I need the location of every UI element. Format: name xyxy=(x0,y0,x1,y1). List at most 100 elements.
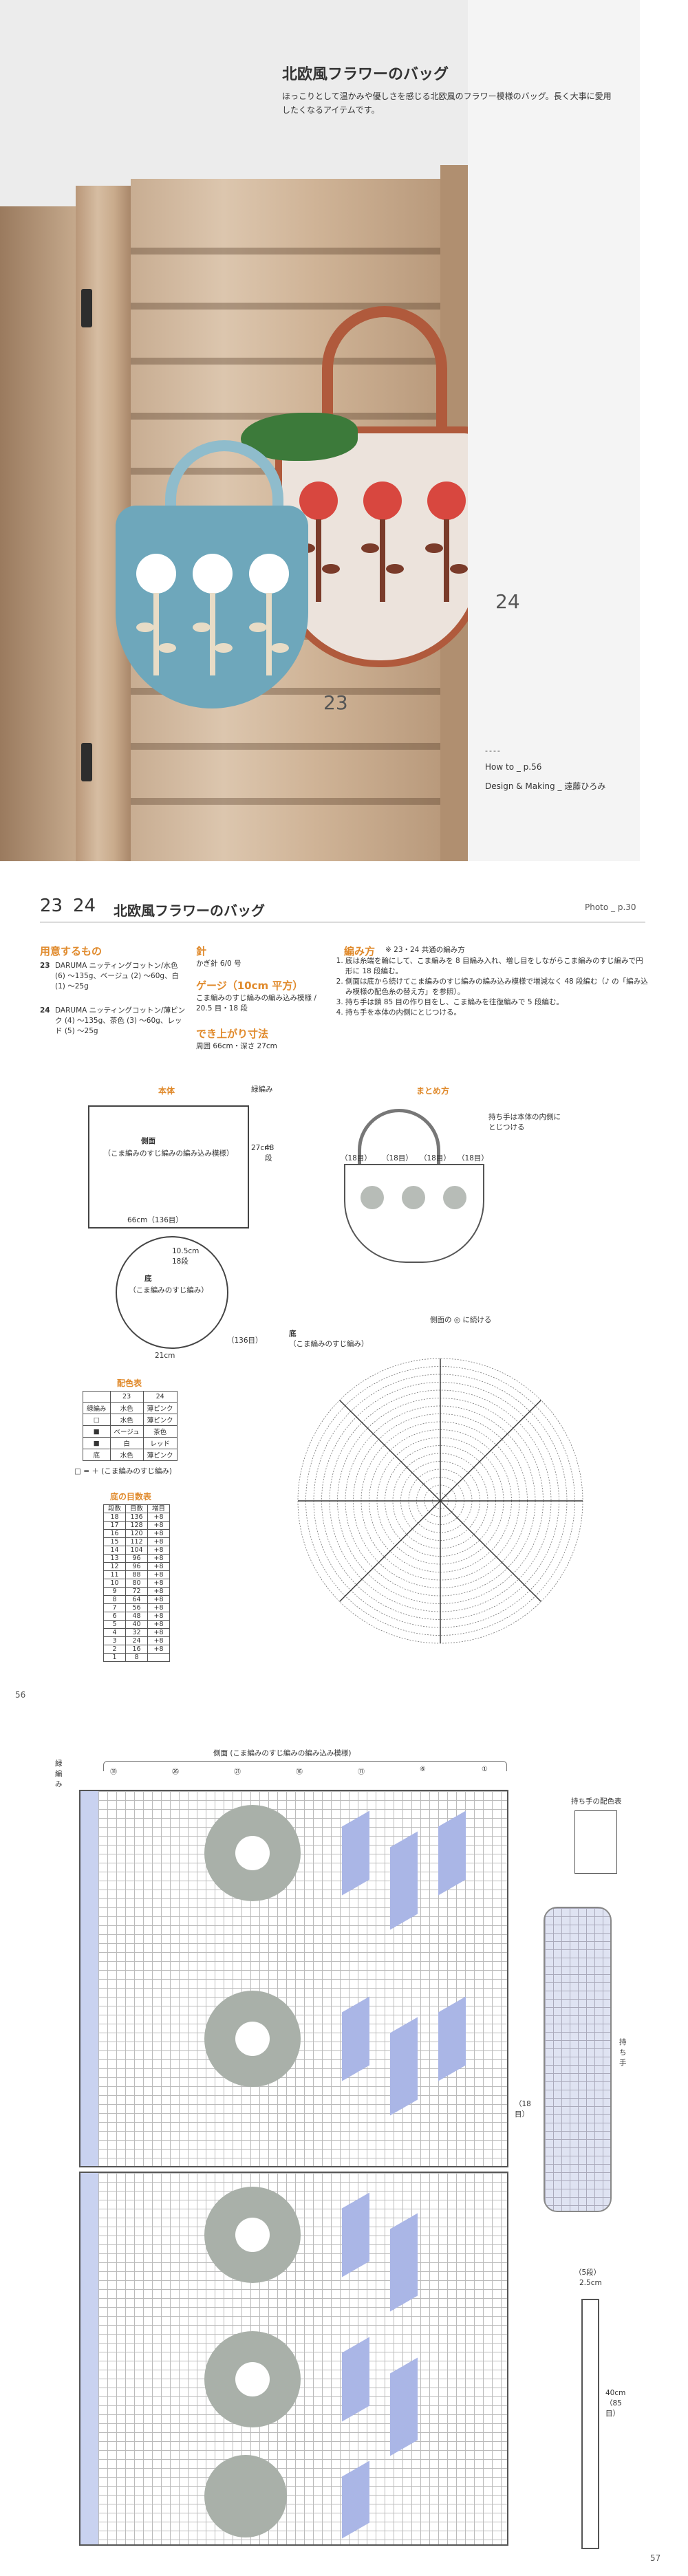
count-table-cell: +8 xyxy=(147,1645,171,1654)
handle-length: 40cm（85目） xyxy=(605,2389,626,2418)
count-table-cell: 5 xyxy=(103,1620,127,1629)
count-table-cell: 9 xyxy=(103,1587,127,1596)
bottom-label: 底 xyxy=(144,1275,152,1283)
photo-title: 北欧風フラワーのバッグ xyxy=(282,66,449,83)
stem xyxy=(266,593,272,675)
bottom-pattern: （こま編みのすじ編み） xyxy=(129,1286,208,1295)
count-table-cell: 56 xyxy=(125,1603,149,1612)
leaf-block xyxy=(342,1996,369,2081)
instructions-page: 23 24 北欧風フラワーのバッグ Photo _ p.30 用意するもの 23… xyxy=(0,861,688,1714)
rows-48: 48段 xyxy=(265,1144,275,1162)
stem xyxy=(316,519,321,602)
count-table-heading: 底の目数表 xyxy=(110,1492,152,1502)
leaf-block xyxy=(390,2017,418,2116)
photo-ref: Photo _ p.30 xyxy=(585,902,636,912)
handle-label: 持ち手 xyxy=(619,2038,627,2067)
summary-sts: （18目） xyxy=(341,1154,372,1162)
increase-spoke xyxy=(440,1400,541,1502)
slat xyxy=(131,358,440,365)
bottom-diagram xyxy=(116,1236,228,1349)
count-table-cell: 40 xyxy=(125,1620,149,1629)
chart-page: 側面 (こま編みのすじ編みの編み込み模様) 緑編み ㉛ ㉖ ㉑ ⑯ ⑪ ⑥ ① … xyxy=(0,1714,688,2576)
count-table-cell: +8 xyxy=(147,1636,171,1645)
credit: Design & Making _ 遠藤ひろみ xyxy=(485,781,606,791)
count-table-cell: 80 xyxy=(125,1579,149,1588)
col-num: ⑯ xyxy=(296,1768,303,1776)
mat-23-number: 23 xyxy=(40,962,50,970)
page-number-57: 57 xyxy=(650,2553,661,2563)
summary-sts: （18目） xyxy=(458,1154,488,1162)
increase-spoke xyxy=(440,1500,541,1602)
count-table-cell: 96 xyxy=(125,1554,149,1563)
count-table-cell: 12 xyxy=(103,1562,127,1571)
bottom-diameter: 21cm xyxy=(155,1352,175,1360)
count-table-cell: 10 xyxy=(103,1579,127,1588)
increase-spoke xyxy=(339,1400,441,1502)
count-table-cell: +8 xyxy=(147,1537,171,1546)
count-table-cell: 128 xyxy=(125,1521,149,1530)
base-note: 側面の ◎ に続ける xyxy=(430,1316,492,1324)
count-table-cell: 2 xyxy=(103,1645,127,1654)
size: 周囲 66cm・深さ 27cm xyxy=(196,1042,277,1050)
chart-title: 側面 (こま編みのすじ編みの編み込み模様) xyxy=(213,1749,352,1757)
screen-panel-left xyxy=(0,206,77,861)
border-label: 緑編み xyxy=(55,1760,63,1788)
chart-brace xyxy=(103,1761,507,1771)
count-table-cell xyxy=(147,1653,171,1662)
leaf-block xyxy=(438,1996,466,2081)
needle-heading: 針 xyxy=(196,945,207,957)
size-heading: でき上がり寸法 xyxy=(196,1028,269,1040)
page-margin xyxy=(640,0,688,861)
bottom-stitches: （136目） xyxy=(227,1336,263,1345)
count-table-cell: +8 xyxy=(147,1570,171,1579)
slat xyxy=(131,303,440,310)
border-label: 緑編み xyxy=(251,1085,273,1094)
bottom-stitch-chart xyxy=(297,1358,583,1644)
dash-line: ---- xyxy=(485,746,502,755)
photo-lead: ほっこりとして温かみや優しさを感じる北欧風のフラワー模様のバッグ。長く大事に愛用… xyxy=(282,91,612,115)
count-table-cell: 24 xyxy=(125,1636,149,1645)
count-table-cell: 16 xyxy=(103,1529,127,1538)
count-table-cell: 目数 xyxy=(125,1504,149,1513)
flower-motif xyxy=(193,554,233,594)
summary-handle xyxy=(358,1109,440,1167)
handle-color-note: 持ち手の配色表 xyxy=(571,1797,622,1806)
col-num: ⑪ xyxy=(358,1768,365,1776)
leaf-block xyxy=(390,2357,418,2456)
count-table-header: 段数目数増目 xyxy=(103,1504,171,1513)
count-table-cell: +8 xyxy=(147,1579,171,1588)
bag-number-23: 23 xyxy=(323,691,348,714)
leaf-block xyxy=(342,2192,369,2277)
colorwork-chart-upper xyxy=(79,1790,508,2167)
count-table-cell: 32 xyxy=(125,1628,149,1637)
summary-bag xyxy=(344,1164,484,1263)
flower-motif xyxy=(136,554,176,594)
handle-color-table xyxy=(574,1810,617,1874)
wall xyxy=(468,0,640,861)
leaf xyxy=(158,643,176,653)
flower-center xyxy=(235,2362,270,2396)
method-steps: 底は糸端を輪にして、こま編みを 8 目編み入れ、増し目をしながらこま編みのすじ編… xyxy=(330,956,648,1018)
body-side-diagram xyxy=(88,1105,249,1229)
leaf-block xyxy=(342,1810,369,1896)
increase-spoke xyxy=(339,1500,441,1602)
count-table-cell: 112 xyxy=(125,1537,149,1546)
count-table-cell: 64 xyxy=(125,1595,149,1604)
materials-24: DARUMA ニッティングコットン/薄ピンク (4) ～135g、茶色 (3) … xyxy=(55,1006,186,1035)
count-table-cell: 136 xyxy=(125,1513,149,1522)
stem xyxy=(153,593,159,675)
howto-link: How to _ p.56 xyxy=(485,762,542,772)
step: 底は糸端を輪にして、こま編みを 8 目編み入れ、増し目をしながらこま編みのすじ編… xyxy=(345,956,648,977)
col-num: ㉑ xyxy=(234,1768,241,1776)
handle-width: 2.5cm xyxy=(579,2279,602,2287)
